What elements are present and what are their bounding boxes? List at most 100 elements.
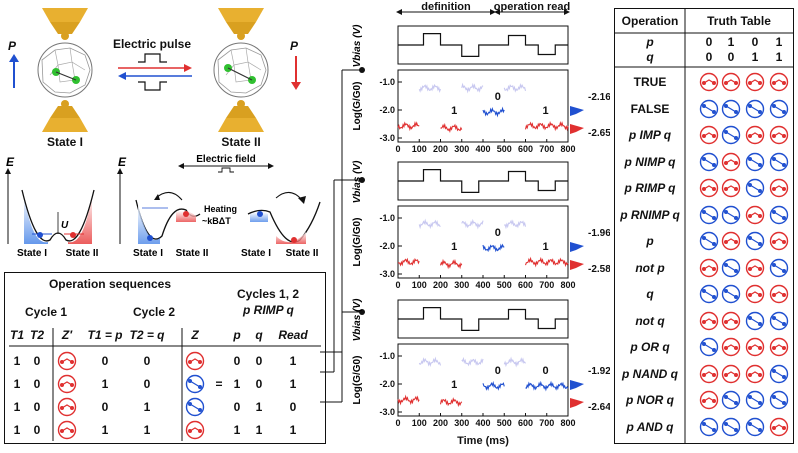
opseq-header-4: T2 = q — [129, 328, 165, 342]
heating-label: Heating — [204, 204, 237, 214]
tt-operation-label: not p — [635, 260, 665, 275]
opseq-cell-t2: 0 — [33, 423, 41, 437]
x-tick-label: 800 — [560, 418, 575, 428]
cycles12-label: Cycles 1, 2 — [237, 287, 300, 301]
polarization-arrow-down — [291, 56, 301, 90]
fullerene-cage-left — [37, 42, 93, 98]
state-icon-blue — [769, 311, 789, 330]
x-tick-label: 700 — [539, 418, 554, 428]
well-b-state1: State I — [133, 248, 163, 259]
log-axis-label: Log(G/G0) — [352, 218, 363, 267]
tt-operation-label: p NIMP q — [624, 154, 676, 169]
state-icon-red — [745, 284, 765, 304]
conductance-trace-segment — [482, 243, 505, 253]
opseq-cell-c2t2: 1 — [143, 400, 151, 414]
tt-p-value: 0 — [705, 35, 713, 49]
pulse-waveform-positive — [138, 53, 167, 63]
x-tick-label: 400 — [475, 144, 490, 154]
tt-p-value: 0 — [751, 35, 759, 49]
state-icon-blue — [769, 152, 789, 171]
state-label-a: 1 — [451, 105, 457, 117]
panel-b-graphic: E U State I State II E Electric field — [5, 154, 321, 259]
opseq-cell-t1: 1 — [13, 400, 21, 414]
state-icon-red — [769, 417, 789, 436]
opseq-cell-c2t1: 0 — [101, 354, 109, 368]
histogram-low — [570, 398, 584, 408]
opseq-cell-q: 0 — [255, 377, 263, 391]
opseq-cell-read: 0 — [289, 400, 297, 414]
tt-operation-label: FALSE — [630, 101, 670, 116]
state2-label: State II — [221, 135, 260, 149]
tt-q-label: q — [646, 50, 654, 64]
state-icon-red — [745, 258, 765, 277]
state-icon-blue — [699, 152, 719, 171]
opseq-cell-q: 0 — [255, 354, 263, 368]
state-icon-red — [57, 374, 77, 394]
state-icon-blue — [721, 99, 741, 118]
tt-q-value: 1 — [751, 50, 759, 64]
opseq-cell-c2t2: 1 — [143, 423, 151, 437]
energy-axis-right — [117, 168, 123, 244]
x-axis-label: Time (ms) — [457, 435, 509, 447]
energy-axis-label-left: E — [6, 155, 15, 169]
opseq-cell-t2: 0 — [33, 354, 41, 368]
definition-label: definition — [421, 1, 471, 13]
p-symbol-right: P — [290, 39, 299, 53]
conductance-plot-2: Vbias (V)Log(G/G0) — [352, 160, 584, 279]
state-label-a: 1 — [451, 379, 457, 391]
conductance-trace-segment — [524, 120, 569, 132]
state-icon-blue — [699, 231, 719, 251]
opseq-cell-t1: 1 — [13, 354, 21, 368]
state-icon-red — [769, 125, 789, 145]
pulse-label: Electric pulse — [113, 37, 191, 51]
state-icon-red — [769, 284, 789, 304]
state-icon-blue — [721, 125, 741, 145]
state1-label: State I — [47, 135, 83, 149]
conductance-plot-1: Vbias (V)Log(G/G0) — [352, 24, 584, 143]
state-icon-blue — [745, 99, 765, 118]
conductance-frame — [397, 343, 569, 417]
state-icon-red — [745, 364, 765, 383]
x-tick-label: 100 — [412, 418, 427, 428]
panel-c-title: Operation sequences — [48, 277, 172, 291]
conductance-trace-segment — [503, 356, 526, 368]
vbias-axis-label: Vbias (V) — [352, 298, 363, 341]
tt-q-value: 1 — [775, 50, 783, 64]
x-tick-label: 200 — [433, 418, 448, 428]
panel-a: P P Electric pulse — [0, 0, 330, 150]
state-icon-red — [769, 337, 789, 357]
state-label-b: 0 — [495, 91, 501, 103]
state-label-a: 1 — [451, 241, 457, 253]
energy-axis-left — [5, 168, 11, 244]
field-arrow — [178, 163, 274, 173]
tt-q-value: 0 — [727, 50, 735, 64]
tt-operation-label: p NOR q — [626, 393, 674, 407]
state-icon-red — [721, 311, 741, 330]
opread-label: operation read — [494, 1, 570, 13]
opseq-cell-p: 0 — [233, 400, 241, 414]
x-tick-label: 200 — [433, 144, 448, 154]
state-icon-red — [57, 397, 77, 417]
tt-p-value: 1 — [775, 35, 783, 49]
state-icon-red — [769, 231, 789, 251]
tt-operation-label: p — [646, 234, 654, 248]
peak-value-low: -2.64 — [588, 402, 610, 413]
state-icon-blue — [721, 258, 741, 277]
opread-arrow-left — [494, 9, 500, 15]
tt-operation-label: p NAND q — [622, 366, 678, 381]
double-well-left — [21, 189, 95, 244]
conductance-trace-segment — [440, 122, 463, 134]
state-icon-blue — [769, 99, 789, 118]
y-tick-label: -3.0 — [379, 407, 395, 417]
opseq-cell-p: 1 — [233, 377, 241, 391]
energy-axis-label-right: E — [118, 155, 127, 169]
opseq-cell-t1: 1 — [13, 377, 21, 391]
y-tick-label: -1.0 — [379, 213, 395, 223]
state-icon-red — [769, 72, 789, 92]
state-icon-red — [721, 231, 741, 251]
switch-arrow-right — [118, 64, 192, 72]
y-tick-label: -2.0 — [379, 241, 395, 251]
peak-value-high: -1.96 — [588, 228, 610, 239]
histogram-high — [570, 242, 584, 252]
x-tick-label: 300 — [454, 280, 469, 290]
